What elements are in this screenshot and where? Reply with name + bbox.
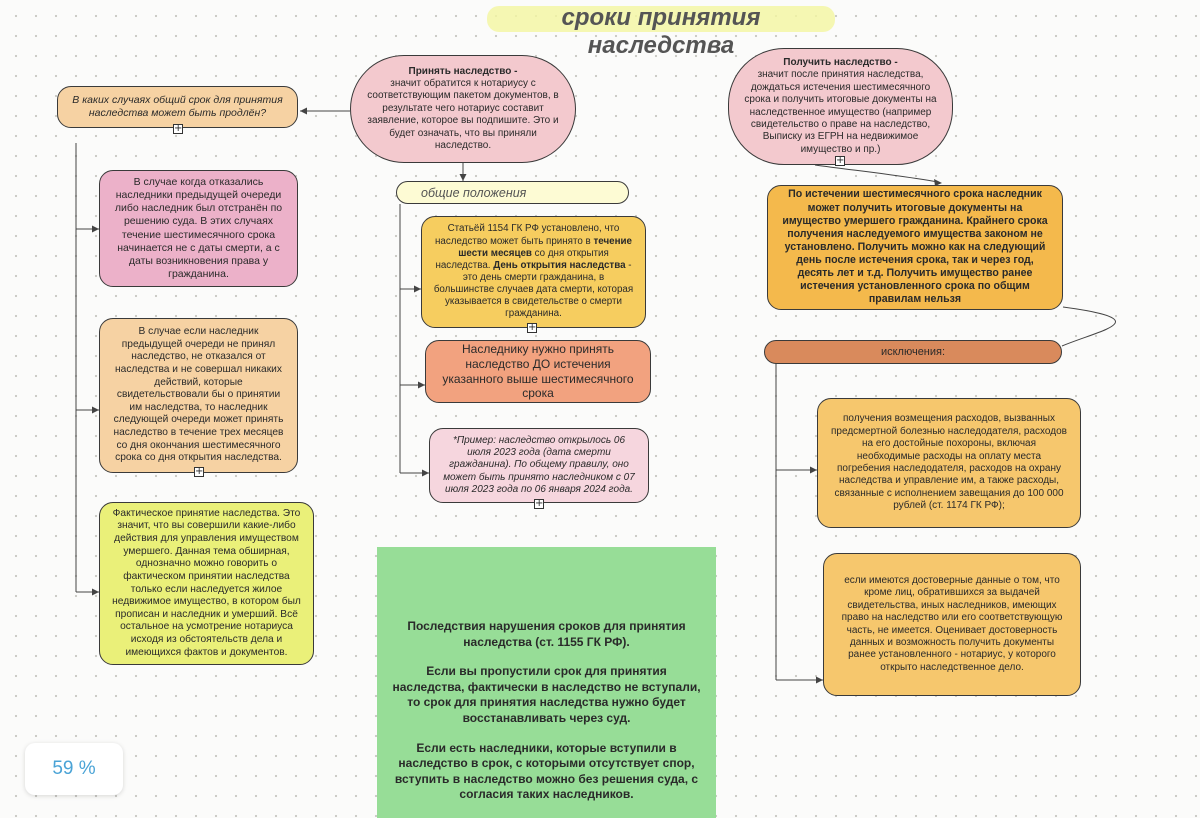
left-case-1[interactable]: В случае когда отказались наследники пре… <box>99 170 298 287</box>
article-part-2: со дня открытия наследства. <box>435 247 609 271</box>
consequences-heading: Последствия нарушения сроков для приняти… <box>407 619 686 649</box>
expand-receive-icon[interactable]: + <box>835 155 845 166</box>
title-highlight <box>487 6 835 32</box>
deadline-node[interactable]: Наследнику нужно принять наследство ДО и… <box>425 340 651 403</box>
accept-title: Принять наследство - <box>408 65 518 77</box>
accept-inheritance-node[interactable]: Принять наследство - значит обратится к … <box>350 55 576 163</box>
article-part-3: - это день смерти гражданина, в большинс… <box>433 259 634 320</box>
question-text: В каких случаях общий срок для принятия … <box>72 93 283 119</box>
left-case-3[interactable]: Фактическое принятие наследства. Это зна… <box>99 502 314 665</box>
zoom-indicator[interactable]: 59 % <box>25 743 123 795</box>
zoom-level: 59 % <box>52 758 96 779</box>
deadline-text: Наследнику нужно принять наследство ДО и… <box>442 341 634 401</box>
receive-inheritance-node[interactable]: Получить наследство - значит после приня… <box>728 48 953 165</box>
consequences-text-2: Если есть наследники, которые вступили в… <box>394 740 699 802</box>
general-provisions-node[interactable]: общие положения <box>396 181 629 204</box>
example-text: *Пример: наследство открылось 06 июля 20… <box>443 434 635 496</box>
accept-body: значит обратится к нотариусу с соответст… <box>367 78 559 151</box>
after-six-months-text: По истечении шестимесячного срока наслед… <box>782 188 1048 306</box>
left-case-1-text: В случае когда отказались наследники пре… <box>114 176 283 280</box>
consequences-note[interactable]: Последствия нарушения сроков для приняти… <box>377 547 716 818</box>
receive-body: значит после принятия наследства, дождат… <box>744 69 937 155</box>
article-part-1: Статьёй 1154 ГК РФ установлено, что насл… <box>435 223 620 247</box>
exceptions-node[interactable]: исключения: <box>764 340 1062 364</box>
left-case-2-text: В случае если наследник предыдущей очере… <box>113 325 284 464</box>
exception-item-1-text: получения возмещения расходов, вызванных… <box>831 413 1067 512</box>
general-provisions-label: общие положения <box>421 185 527 200</box>
exceptions-label: исключения: <box>880 346 946 358</box>
after-six-months-node[interactable]: По истечении шестимесячного срока наслед… <box>767 185 1063 310</box>
article-bold-1: течение шести месяцев <box>458 235 632 259</box>
exception-item-2[interactable]: если имеются достоверные данные о том, ч… <box>823 553 1081 696</box>
exception-item-2-text: если имеются достоверные данные о том, ч… <box>841 574 1063 673</box>
expand-example-icon[interactable]: + <box>534 498 544 509</box>
left-case-2[interactable]: В случае если наследник предыдущей очере… <box>99 318 298 473</box>
left-case-3-text: Фактическое принятие наследства. Это зна… <box>112 507 301 658</box>
expand-left-case-2-icon[interactable]: + <box>194 466 204 477</box>
article-text: Статьёй 1154 ГК РФ установлено, что насл… <box>432 223 635 320</box>
expand-article-icon[interactable]: + <box>527 322 537 333</box>
article-bold-2: День открытия наследства <box>493 259 626 271</box>
expand-question-icon[interactable]: + <box>173 123 183 134</box>
exception-item-1[interactable]: получения возмещения расходов, вызванных… <box>817 398 1081 528</box>
page-title: сроки принятия наследства <box>561 4 761 59</box>
question-node[interactable]: В каких случаях общий срок для принятия … <box>57 86 298 128</box>
consequences-text-1: Если вы пропустили срок для принятия нас… <box>392 664 701 725</box>
example-node[interactable]: *Пример: наследство открылось 06 июля 20… <box>429 428 649 503</box>
receive-title: Получить наследство - <box>783 56 898 68</box>
article-1154-node[interactable]: Статьёй 1154 ГК РФ установлено, что насл… <box>421 216 646 328</box>
